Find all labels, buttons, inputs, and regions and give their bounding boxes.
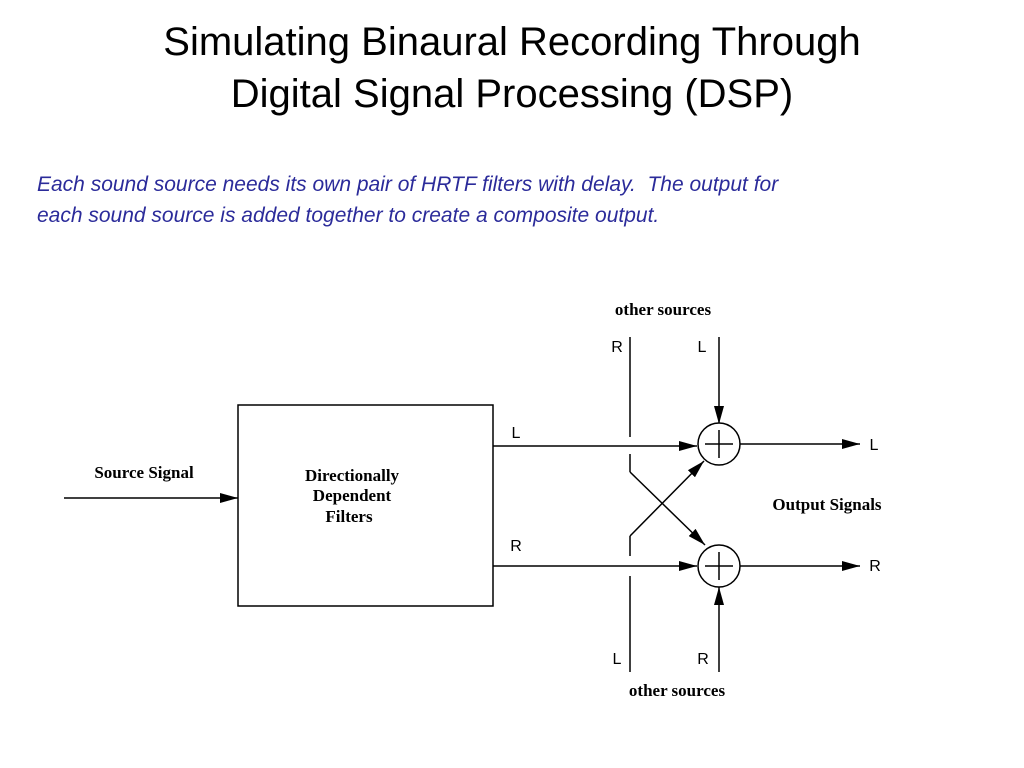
summing-junction-left (697, 422, 741, 466)
slide-title-line-1: Simulating Binaural Recording Through (163, 20, 861, 64)
filter-out-right-label: R (510, 538, 522, 555)
other-sources-bottom-label: other sources (629, 681, 726, 700)
filter-block-label-line-3: Filters (325, 507, 373, 526)
other-sources-bottom-r-label: R (697, 651, 709, 668)
source-signal-label: Source Signal (94, 463, 194, 482)
slide-caption: Each sound source needs its own pair of … (37, 169, 997, 231)
cross-l-to-top-sum-arrow (629, 460, 705, 537)
output-left-label: L (870, 437, 879, 454)
output-signals-label: Output Signals (772, 495, 882, 514)
summing-junction-right (697, 544, 741, 588)
other-sources-top-r-label: R (611, 339, 623, 356)
slide-title-line-2: Digital Signal Processing (DSP) (230, 72, 794, 116)
other-sources-top-label: other sources (615, 300, 712, 319)
filter-out-left-label: L (512, 425, 521, 442)
filter-block-label-line-1: Directionally (305, 466, 400, 485)
slide-caption-line-2: each sound source is added together to c… (37, 204, 660, 227)
other-sources-bottom-l-label: L (613, 651, 622, 668)
filter-block (237, 404, 494, 607)
cross-r-to-bottom-sum-arrow (629, 471, 706, 546)
other-sources-top-l-label: L (698, 339, 707, 356)
slide-caption-line-1: Each sound source needs its own pair of … (37, 173, 779, 196)
filter-block-label-line-2: Dependent (313, 486, 392, 505)
slide-title: Simulating Binaural Recording Through Di… (0, 16, 1024, 120)
output-right-label: R (869, 558, 881, 575)
